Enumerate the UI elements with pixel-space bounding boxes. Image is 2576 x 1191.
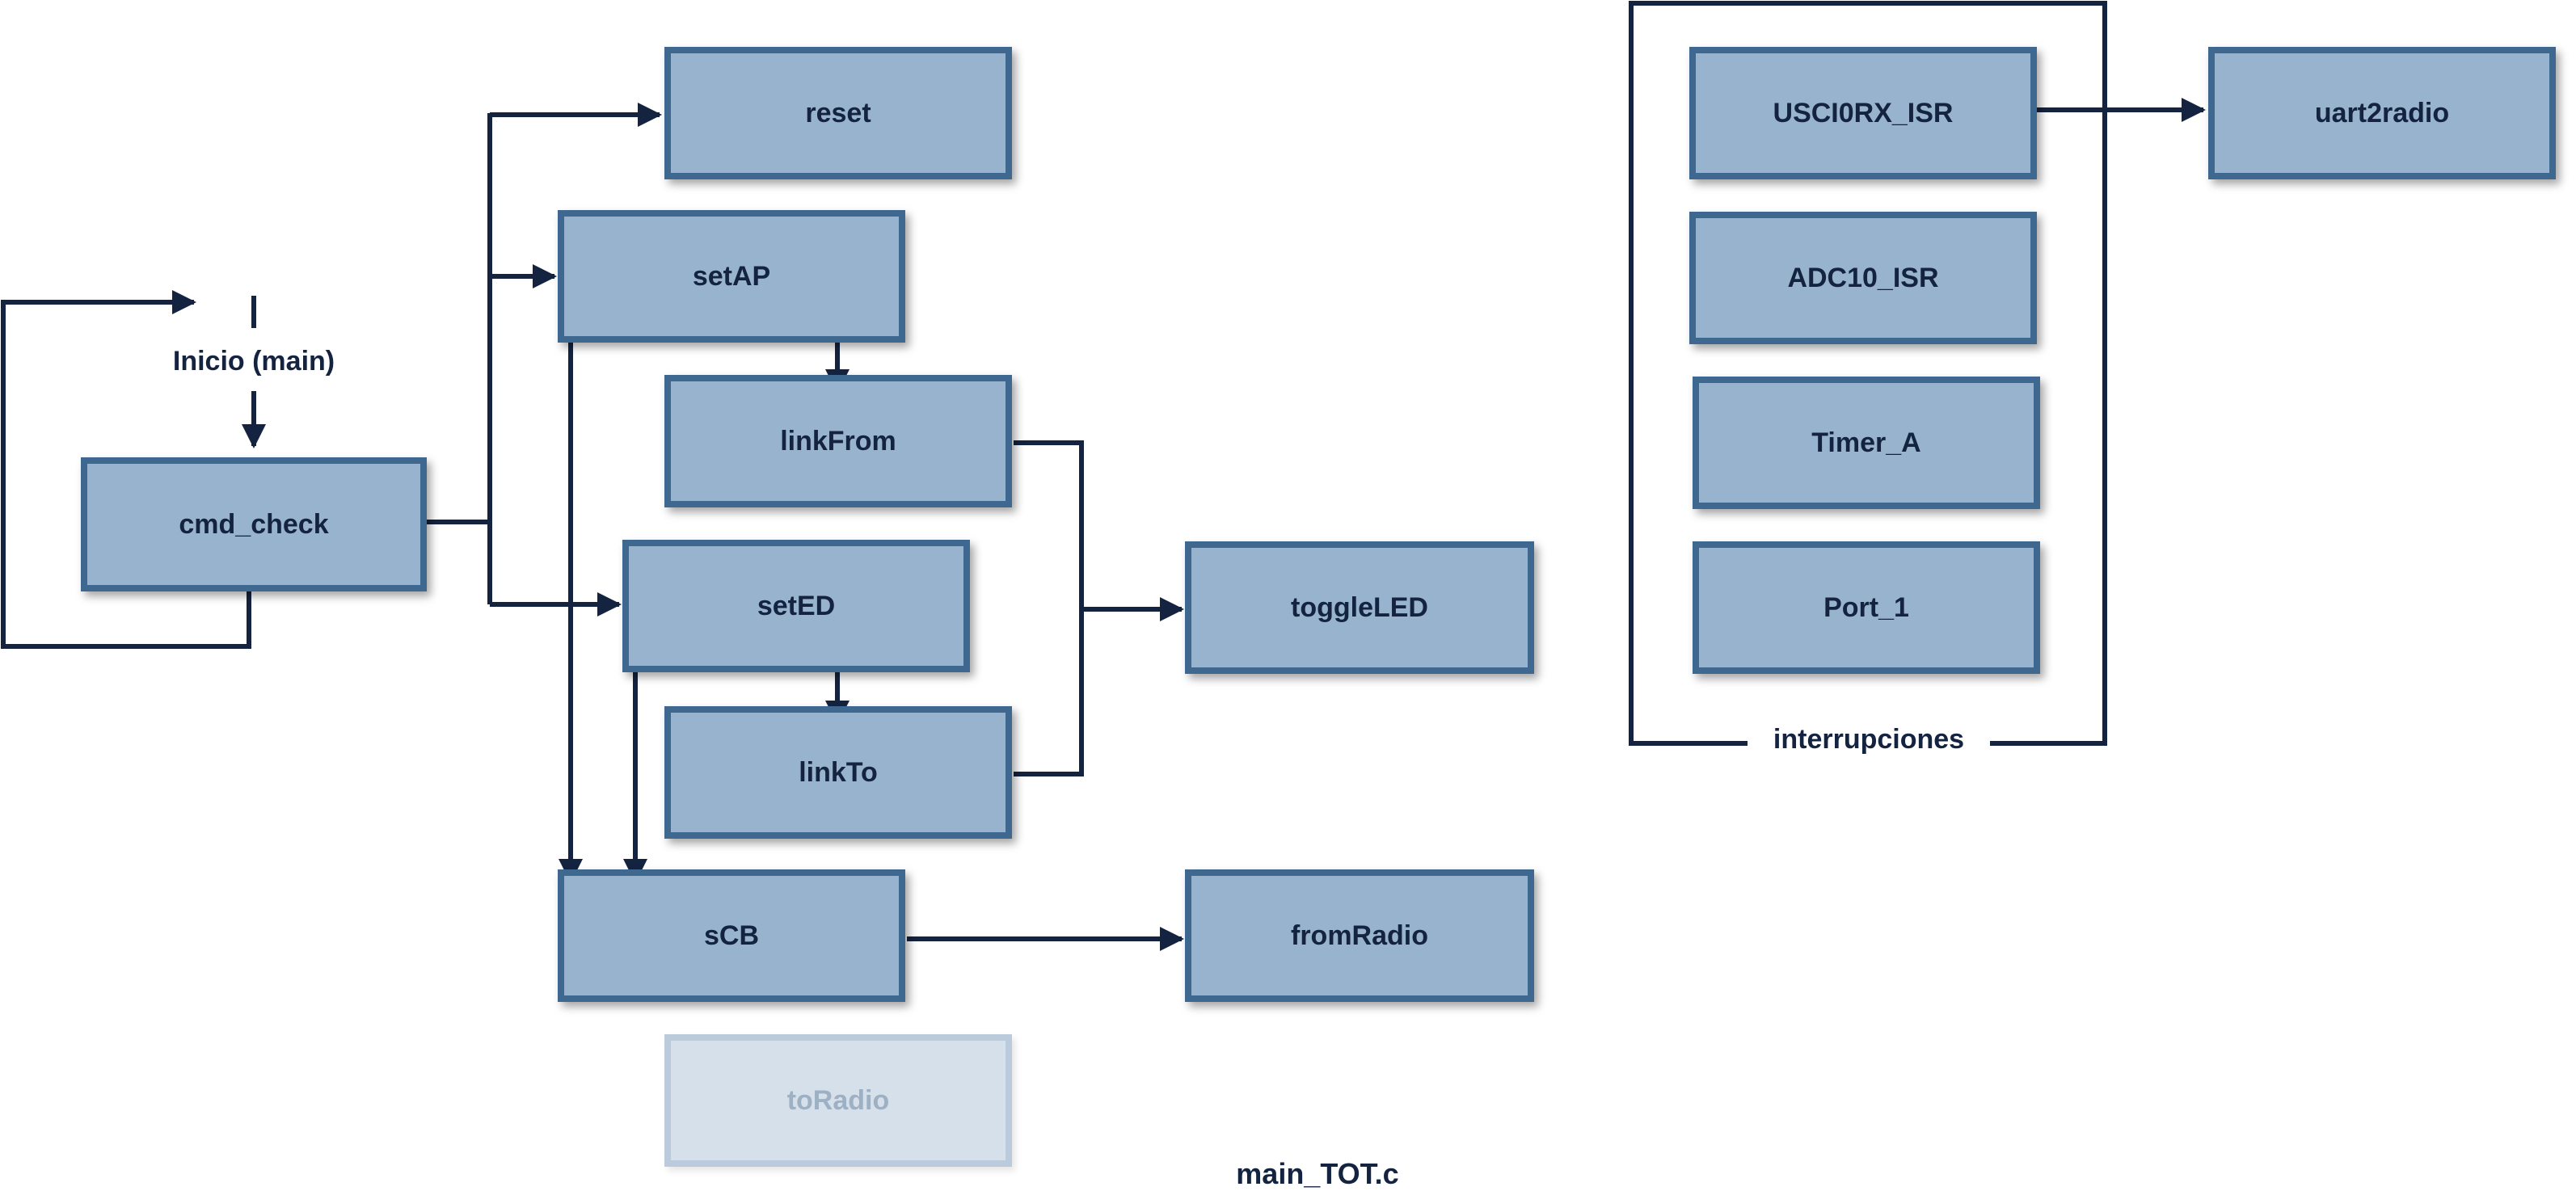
node-sCB: sCB (558, 869, 905, 1002)
node-label: fromRadio (1291, 920, 1428, 951)
node-label: cmd_check (179, 508, 329, 540)
node-label: setED (757, 590, 836, 621)
node-label: ADC10_ISR (1787, 262, 1939, 293)
node-linkFrom: linkFrom (664, 375, 1012, 507)
linkFrom-to-bus (1014, 440, 1084, 776)
node-uart2radio: uart2radio (2208, 47, 2556, 179)
node-setAP: setAP (558, 210, 905, 343)
node-label: setAP (692, 260, 771, 292)
group-label: interrupciones (1773, 724, 1965, 755)
node-reset: reset (664, 47, 1012, 179)
node-adc10-isr: ADC10_ISR (1689, 212, 2037, 344)
node-label: linkTo (799, 756, 878, 788)
node-label: uart2radio (2314, 97, 2450, 128)
cmd-check-bus (427, 113, 492, 604)
interrupts-frame (1629, 1, 2107, 746)
node-linkTo: linkTo (664, 706, 1012, 839)
loop-connector (1, 290, 251, 649)
node-label: sCB (703, 920, 760, 951)
node-label: linkFrom (780, 425, 896, 457)
node-toRadio: toRadio (664, 1034, 1012, 1167)
node-port-1: Port_1 (1693, 541, 2040, 674)
caption: main_TOT.c (1236, 1157, 1399, 1190)
node-cmd-check: cmd_check (81, 457, 427, 591)
node-label: reset (805, 97, 871, 128)
node-label: Port_1 (1823, 591, 1909, 623)
node-setED: setED (622, 540, 970, 672)
start-label: Inicio (main) (172, 346, 335, 377)
node-timer-a: Timer_A (1693, 377, 2040, 509)
node-toggleLED: toggleLED (1185, 541, 1534, 674)
node-label: USCI0RX_ISR (1773, 97, 1954, 128)
node-label: Timer_A (1811, 427, 1921, 458)
node-fromRadio: fromRadio (1185, 869, 1534, 1002)
node-label: toRadio (786, 1084, 890, 1116)
node-usci0rx-isr: USCI0RX_ISR (1689, 47, 2037, 179)
node-label: toggleLED (1291, 591, 1428, 623)
